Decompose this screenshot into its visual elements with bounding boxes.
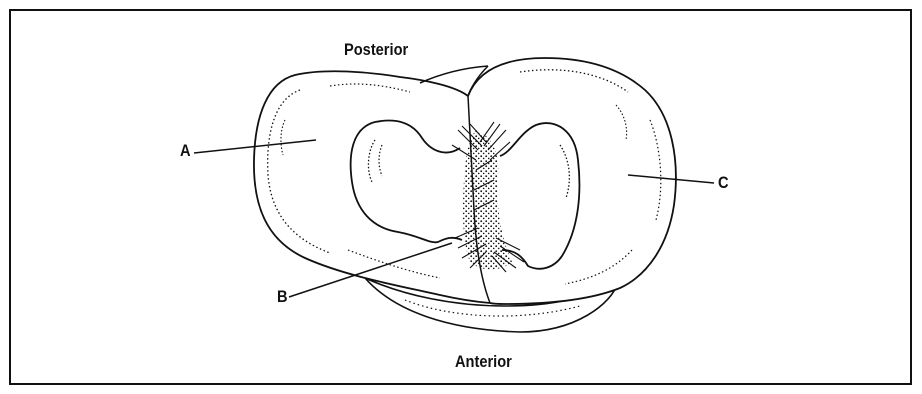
- label-c: C: [718, 173, 729, 193]
- label-posterior: Posterior: [344, 40, 408, 60]
- label-a: A: [180, 141, 191, 161]
- label-b: B: [277, 287, 288, 307]
- label-anterior: Anterior: [455, 352, 512, 372]
